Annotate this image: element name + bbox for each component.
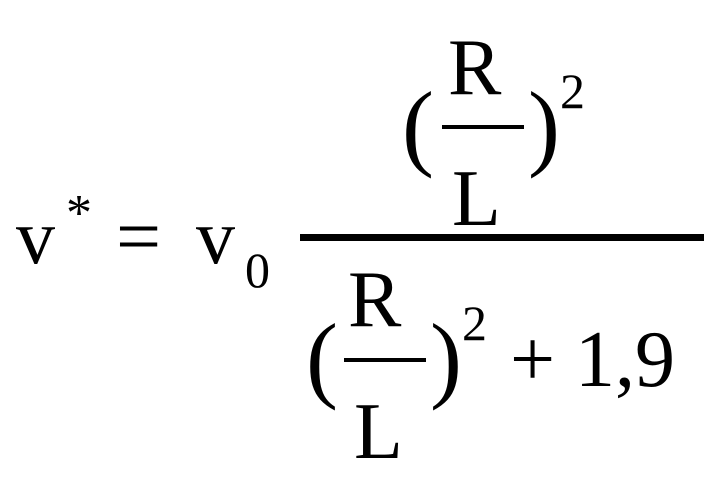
- denominator-frac-top: R: [348, 256, 402, 344]
- numerator-open-paren: (: [402, 72, 434, 179]
- denominator-open-paren: (: [306, 304, 338, 411]
- main-fraction-bar: [300, 234, 704, 241]
- numerator-exponent: 2: [560, 63, 585, 119]
- equals-sign: =: [116, 193, 161, 281]
- denominator-inner-fraction-bar: [344, 358, 426, 362]
- lhs-superscript: *: [66, 185, 92, 242]
- denominator-frac-bottom: L: [354, 388, 403, 476]
- denominator-plus-sign: +: [510, 316, 555, 404]
- numerator-frac-bottom: L: [452, 155, 501, 243]
- denominator-exponent: 2: [462, 295, 487, 351]
- numerator-inner-fraction-bar: [442, 125, 524, 129]
- numerator-frac-top: R: [448, 24, 502, 112]
- denominator-constant: 1,9: [575, 316, 675, 404]
- coefficient-subscript: 0: [245, 242, 270, 298]
- lhs-variable: v: [16, 193, 55, 280]
- coefficient-variable: v: [196, 193, 235, 280]
- denominator-close-paren: ): [430, 304, 462, 411]
- numerator-close-paren: ): [528, 72, 560, 179]
